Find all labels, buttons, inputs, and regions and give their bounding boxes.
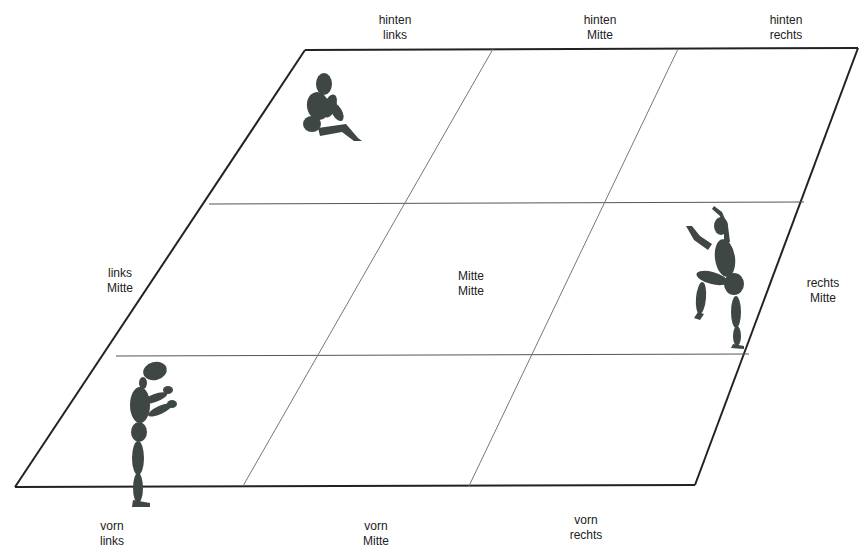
stage-grid [15,48,858,487]
position-label: vorn rechts [570,513,603,543]
dancing-figure [686,206,744,349]
standing-figure [130,359,177,507]
position-label: rechts Mitte [807,276,840,306]
sitting-figure [303,73,362,141]
position-label: hinten Mitte [584,13,617,43]
position-label: hinten rechts [770,13,803,43]
position-label: vorn links [100,519,124,549]
position-label: hinten links [379,13,412,43]
position-label: Mitte Mitte [458,269,484,299]
position-label: vorn Mitte [363,519,389,549]
position-label: links Mitte [107,266,133,296]
